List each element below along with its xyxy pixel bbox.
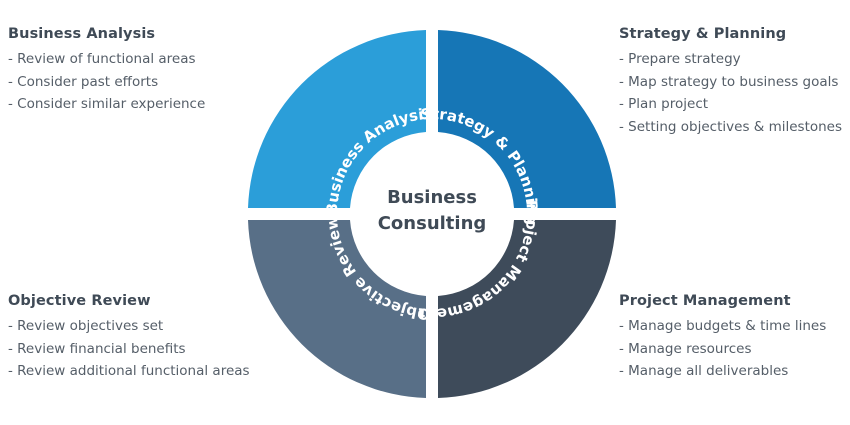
list-item: - Map strategy to business goals <box>619 73 839 90</box>
project-management-title: Project Management <box>619 293 791 309</box>
list-item: - Review financial benefits <box>8 340 186 357</box>
list-item: - Review additional functional areas <box>8 363 250 379</box>
list-item: - Review of functional areas <box>8 51 196 67</box>
list-item: - Manage all deliverables <box>619 363 789 379</box>
list-item: - Consider similar experience <box>8 96 206 112</box>
project-management-list: - Manage budgets & time lines - Manage r… <box>619 315 826 383</box>
business-analysis-segment <box>248 30 426 208</box>
strategy-planning-segment <box>438 30 616 208</box>
list-item: - Prepare strategy <box>619 51 741 67</box>
business-analysis-title: Business Analysis <box>8 26 156 42</box>
list-item: - Plan project <box>619 96 709 112</box>
project-management-segment <box>438 220 616 398</box>
objective-review-list: - Review objectives set - Review financi… <box>8 315 250 383</box>
list-item: - Setting objectives & milestones <box>619 118 843 135</box>
strategy-planning-list: - Prepare strategy - Map strategy to bus… <box>619 48 842 138</box>
center-title-line1: Business <box>387 187 477 208</box>
list-item: - Review objectives set <box>8 318 164 334</box>
business-analysis-block: Business Analysis - Review of functional… <box>8 26 205 116</box>
strategy-planning-title: Strategy & Planning <box>619 26 787 42</box>
objective-review-title: Objective Review <box>8 293 151 309</box>
list-item: - Manage budgets & time lines <box>619 318 827 334</box>
consulting-wheel: Business Analysis Strategy & Planning Pr… <box>248 30 616 398</box>
strategy-planning-block: Strategy & Planning - Prepare strategy -… <box>619 26 842 138</box>
objective-review-segment <box>248 220 426 398</box>
objective-review-block: Objective Review - Review objectives set… <box>8 293 250 383</box>
project-management-block: Project Management - Manage budgets & ti… <box>619 293 826 383</box>
center-title-line2: Consulting <box>378 213 487 234</box>
list-item: - Manage resources <box>619 340 752 357</box>
business-analysis-list: - Review of functional areas - Consider … <box>8 48 205 116</box>
list-item: - Consider past efforts <box>8 73 159 90</box>
